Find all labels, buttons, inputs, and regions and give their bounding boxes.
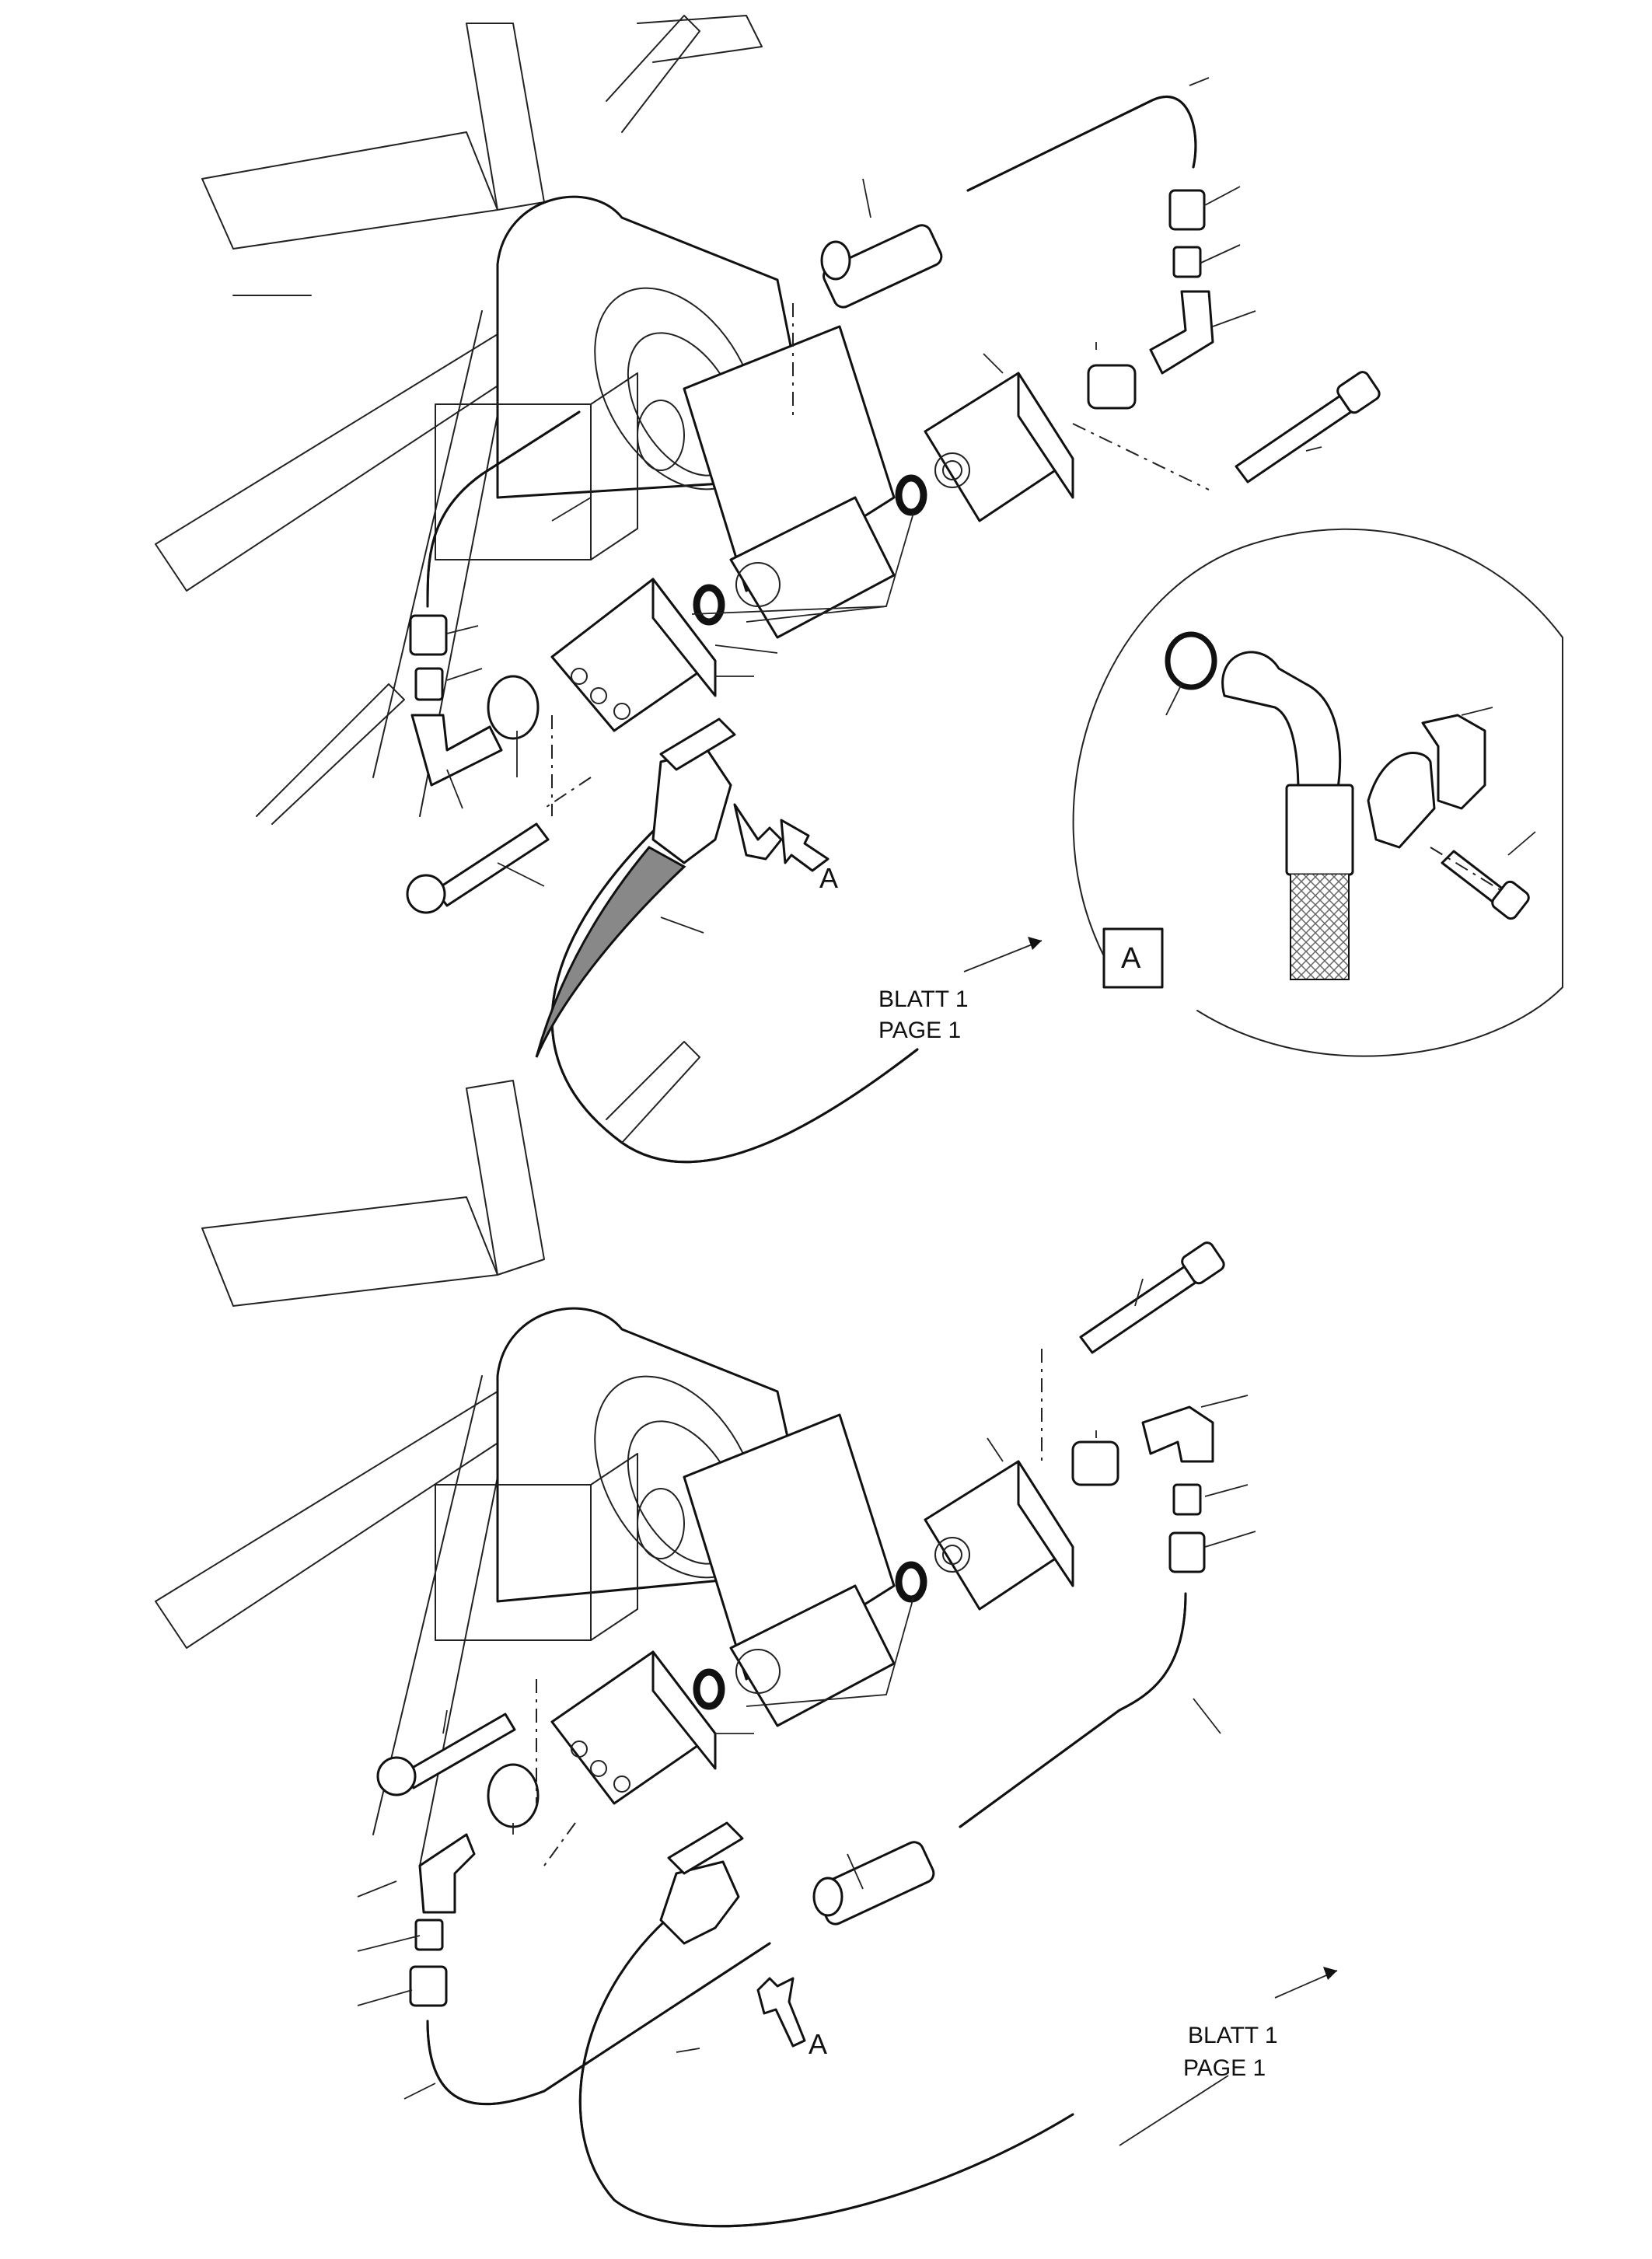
reference-blatt-lower: BLATT 1 bbox=[1188, 2023, 1278, 2048]
nut-lower-left bbox=[409, 1965, 448, 2007]
adapter-lower-left bbox=[487, 1763, 540, 1828]
straight-connector-upper bbox=[820, 224, 943, 309]
adapter-upper-left bbox=[487, 675, 540, 740]
detail-a-view: A bbox=[1072, 528, 1563, 1057]
detail-box-letter: A bbox=[1121, 942, 1141, 975]
reference-blatt-upper: BLATT 1 bbox=[878, 986, 969, 1012]
o-ring-upper-right bbox=[895, 474, 927, 516]
tube-upper-left bbox=[426, 410, 581, 608]
tube-lower-left bbox=[426, 1942, 771, 2106]
hydraulic-motor-lower bbox=[637, 1413, 896, 1727]
nut-upper-left bbox=[409, 614, 448, 656]
straight-connector-lower bbox=[812, 1841, 935, 1926]
tube-upper-top bbox=[966, 95, 1197, 192]
cap-screw-lower-left bbox=[376, 1713, 516, 1796]
view-arrow-upper bbox=[780, 819, 829, 872]
sleeve-upper-left bbox=[414, 667, 444, 701]
centerlines-upper bbox=[543, 303, 1210, 816]
reference-page-upper: PAGE 1 bbox=[878, 1018, 961, 1043]
valve-block-upper-left bbox=[550, 578, 717, 732]
o-ring-lower-right bbox=[895, 1561, 927, 1603]
hose-upper bbox=[535, 718, 919, 1164]
valve-block-lower-left bbox=[550, 1650, 717, 1805]
centerlines-lower bbox=[536, 1349, 1043, 1866]
elbow-upper-right bbox=[1149, 290, 1214, 375]
nut-lower-right bbox=[1168, 1531, 1206, 1573]
detail-letter-lower: A bbox=[809, 2028, 827, 2060]
cap-screw-lower-top bbox=[1079, 1241, 1225, 1354]
valve-block-upper-right bbox=[924, 372, 1074, 522]
upper-assembly: A BLATT 1 PAGE 1 A bbox=[155, 15, 1563, 1164]
sleeve-lower-right bbox=[1172, 1483, 1202, 1516]
cap-screw-upper-left bbox=[406, 822, 550, 914]
adapter-lower-right bbox=[1071, 1440, 1119, 1486]
view-arrow-lower bbox=[756, 1977, 806, 2048]
detail-box-a bbox=[1102, 927, 1164, 989]
reference-page-lower: PAGE 1 bbox=[1183, 2055, 1266, 2081]
detail-letter-upper: A bbox=[819, 862, 838, 894]
sleeve-upper-right bbox=[1172, 246, 1202, 278]
elbow-upper-left bbox=[410, 714, 503, 787]
leaders-lower bbox=[357, 1278, 1256, 2146]
reference-arrow-upper bbox=[963, 940, 1043, 972]
elbow-lower-left bbox=[418, 1833, 476, 1914]
nut-upper-right bbox=[1168, 189, 1206, 231]
hose-lower bbox=[578, 1821, 1074, 2228]
cap-screw-upper-right bbox=[1235, 371, 1381, 484]
sleeve-lower-left bbox=[414, 1919, 444, 1951]
adapter-upper-right bbox=[1087, 364, 1137, 410]
o-ring-lower-left bbox=[693, 1668, 725, 1710]
hydraulic-motor-upper bbox=[637, 325, 896, 639]
valve-block-lower-right bbox=[924, 1460, 1074, 1611]
o-ring-upper-left bbox=[693, 584, 725, 626]
lower-assembly: A BLATT 1 PAGE 1 bbox=[155, 1041, 1338, 2228]
elbow-lower-right bbox=[1141, 1405, 1214, 1463]
leaders-upper bbox=[446, 77, 1322, 934]
tube-lower-right bbox=[959, 1592, 1187, 1828]
